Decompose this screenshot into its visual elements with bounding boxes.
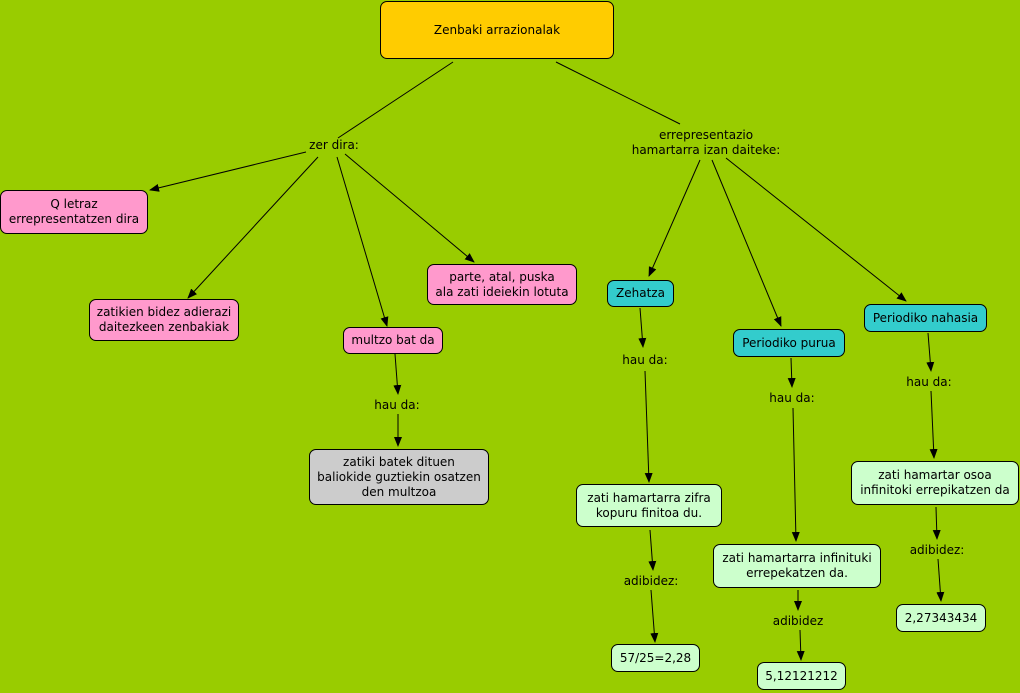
- edge-adibidez-ex-purua: [796, 629, 805, 661]
- concept-periodiko-purua[interactable]: Periodiko purua: [733, 329, 845, 357]
- edge-zer-dira-parte: [344, 153, 475, 263]
- edge-errep-purua: [711, 159, 782, 327]
- edge-multzo-hau-da: [393, 353, 402, 395]
- example-nahasia[interactable]: 2,27343434: [896, 604, 986, 632]
- concept-multzo[interactable]: multzo bat da: [343, 327, 443, 354]
- edge-zifra-adibidez: [648, 529, 657, 571]
- concept-zatiki-batek[interactable]: zatiki batek dituen baliokide guztiekin …: [309, 449, 489, 505]
- edge-errep-zehatza: [648, 159, 701, 277]
- concept-zatikien[interactable]: zatikien bidez adierazi daitezkeen zenba…: [89, 299, 239, 341]
- edge-zer-dira-q-letraz: [149, 151, 307, 192]
- example-purua[interactable]: 5,12121212: [757, 662, 846, 690]
- link-hau-da-purua: hau da:: [769, 391, 815, 405]
- edge-adibidez-ex-nahasia: [936, 558, 945, 602]
- link-adibidez-zehatza: adibidez:: [623, 574, 679, 588]
- link-adibidez-purua: adibidez: [772, 614, 824, 628]
- link-zer-dira: zer dira:: [309, 138, 359, 152]
- edge-adibidez-ex-zehatza: [650, 589, 659, 643]
- concept-zehatza[interactable]: Zehatza: [607, 280, 674, 307]
- edge-hau-da-zifra: [644, 370, 653, 483]
- link-hau-da-multzo: hau da:: [374, 398, 420, 412]
- concept-periodiko-nahasia[interactable]: Periodiko nahasia: [864, 304, 987, 332]
- link-hau-da-zehatza: hau da:: [622, 353, 668, 367]
- edge-purua-hau-da: [787, 357, 796, 388]
- edge-zer-dira-multzo: [336, 156, 389, 327]
- link-hau-da-nahasia: hau da:: [906, 375, 952, 389]
- concept-zifra-finitoa[interactable]: zati hamartarra zifra kopuru finitoa du.: [576, 484, 722, 527]
- edge-hau-da-infinituki: [791, 407, 800, 542]
- edge-hau-da-osoa: [929, 390, 938, 459]
- edge-root-errepresentazio: [555, 61, 681, 125]
- concept-infinituki[interactable]: zati hamartarra infinituki errepekatzen …: [713, 544, 881, 588]
- concept-parte[interactable]: parte, atal, puska ala zati ideiekin lot…: [427, 264, 577, 305]
- edge-zehatza-hau-da: [638, 307, 647, 348]
- link-errepresentazio: errepresentazio hamartarra izan daiteke:: [631, 128, 781, 157]
- edge-zer-dira-zatikien: [187, 156, 319, 299]
- link-adibidez-nahasia: adibidez:: [909, 543, 965, 557]
- edge-osoa-adibidez: [932, 506, 941, 540]
- concept-q-letraz[interactable]: Q letraz errepresentatzen dira: [0, 190, 148, 234]
- edge-nahasia-hau-da: [926, 332, 935, 372]
- root-concept[interactable]: Zenbaki arrazionalak: [380, 1, 614, 59]
- edge-errep-nahasia: [725, 157, 907, 302]
- edge-root-zer-dira: [337, 61, 454, 139]
- concept-osoa[interactable]: zati hamartar osoa infinitoki errepikatz…: [851, 461, 1019, 505]
- example-zehatza[interactable]: 57/25=2,28: [611, 644, 700, 672]
